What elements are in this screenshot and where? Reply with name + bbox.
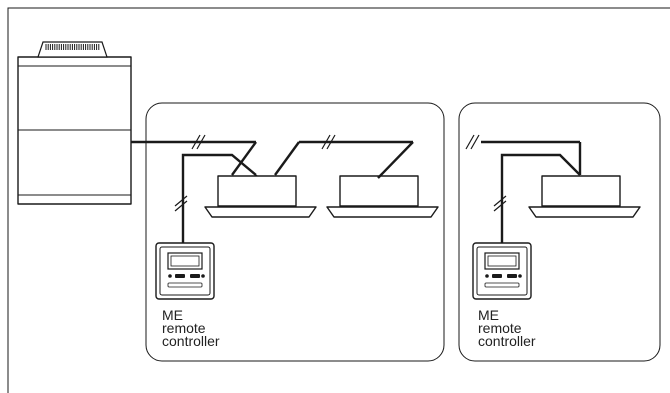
controller-label-line: ME (162, 307, 183, 323)
indoor-unit-1 (204, 175, 317, 218)
controller-label-2: ME remote controller (478, 307, 536, 349)
controller-label-line: remote (162, 320, 206, 336)
controller-wire-1 (181, 153, 257, 243)
controller-label-line: controller (478, 333, 536, 349)
controller-label-line: remote (478, 320, 522, 336)
controller-label-line: controller (162, 333, 220, 349)
two-wire-mark (191, 134, 480, 150)
controller-label-line: ME (478, 307, 499, 323)
controller-wire-2 (500, 153, 581, 243)
indoor-group-2-frame (458, 102, 661, 362)
indoor-unit-3 (528, 175, 641, 218)
remote-controller-icon (472, 242, 532, 300)
controller-label-1: ME remote controller (162, 307, 220, 349)
outdoor-unit (17, 41, 132, 205)
outer-frame (7, 7, 670, 393)
indoor-group-1-frame (145, 102, 445, 362)
indoor-unit-2 (326, 175, 439, 218)
remote-controller-icon (155, 242, 215, 300)
fan-icon (37, 41, 108, 58)
